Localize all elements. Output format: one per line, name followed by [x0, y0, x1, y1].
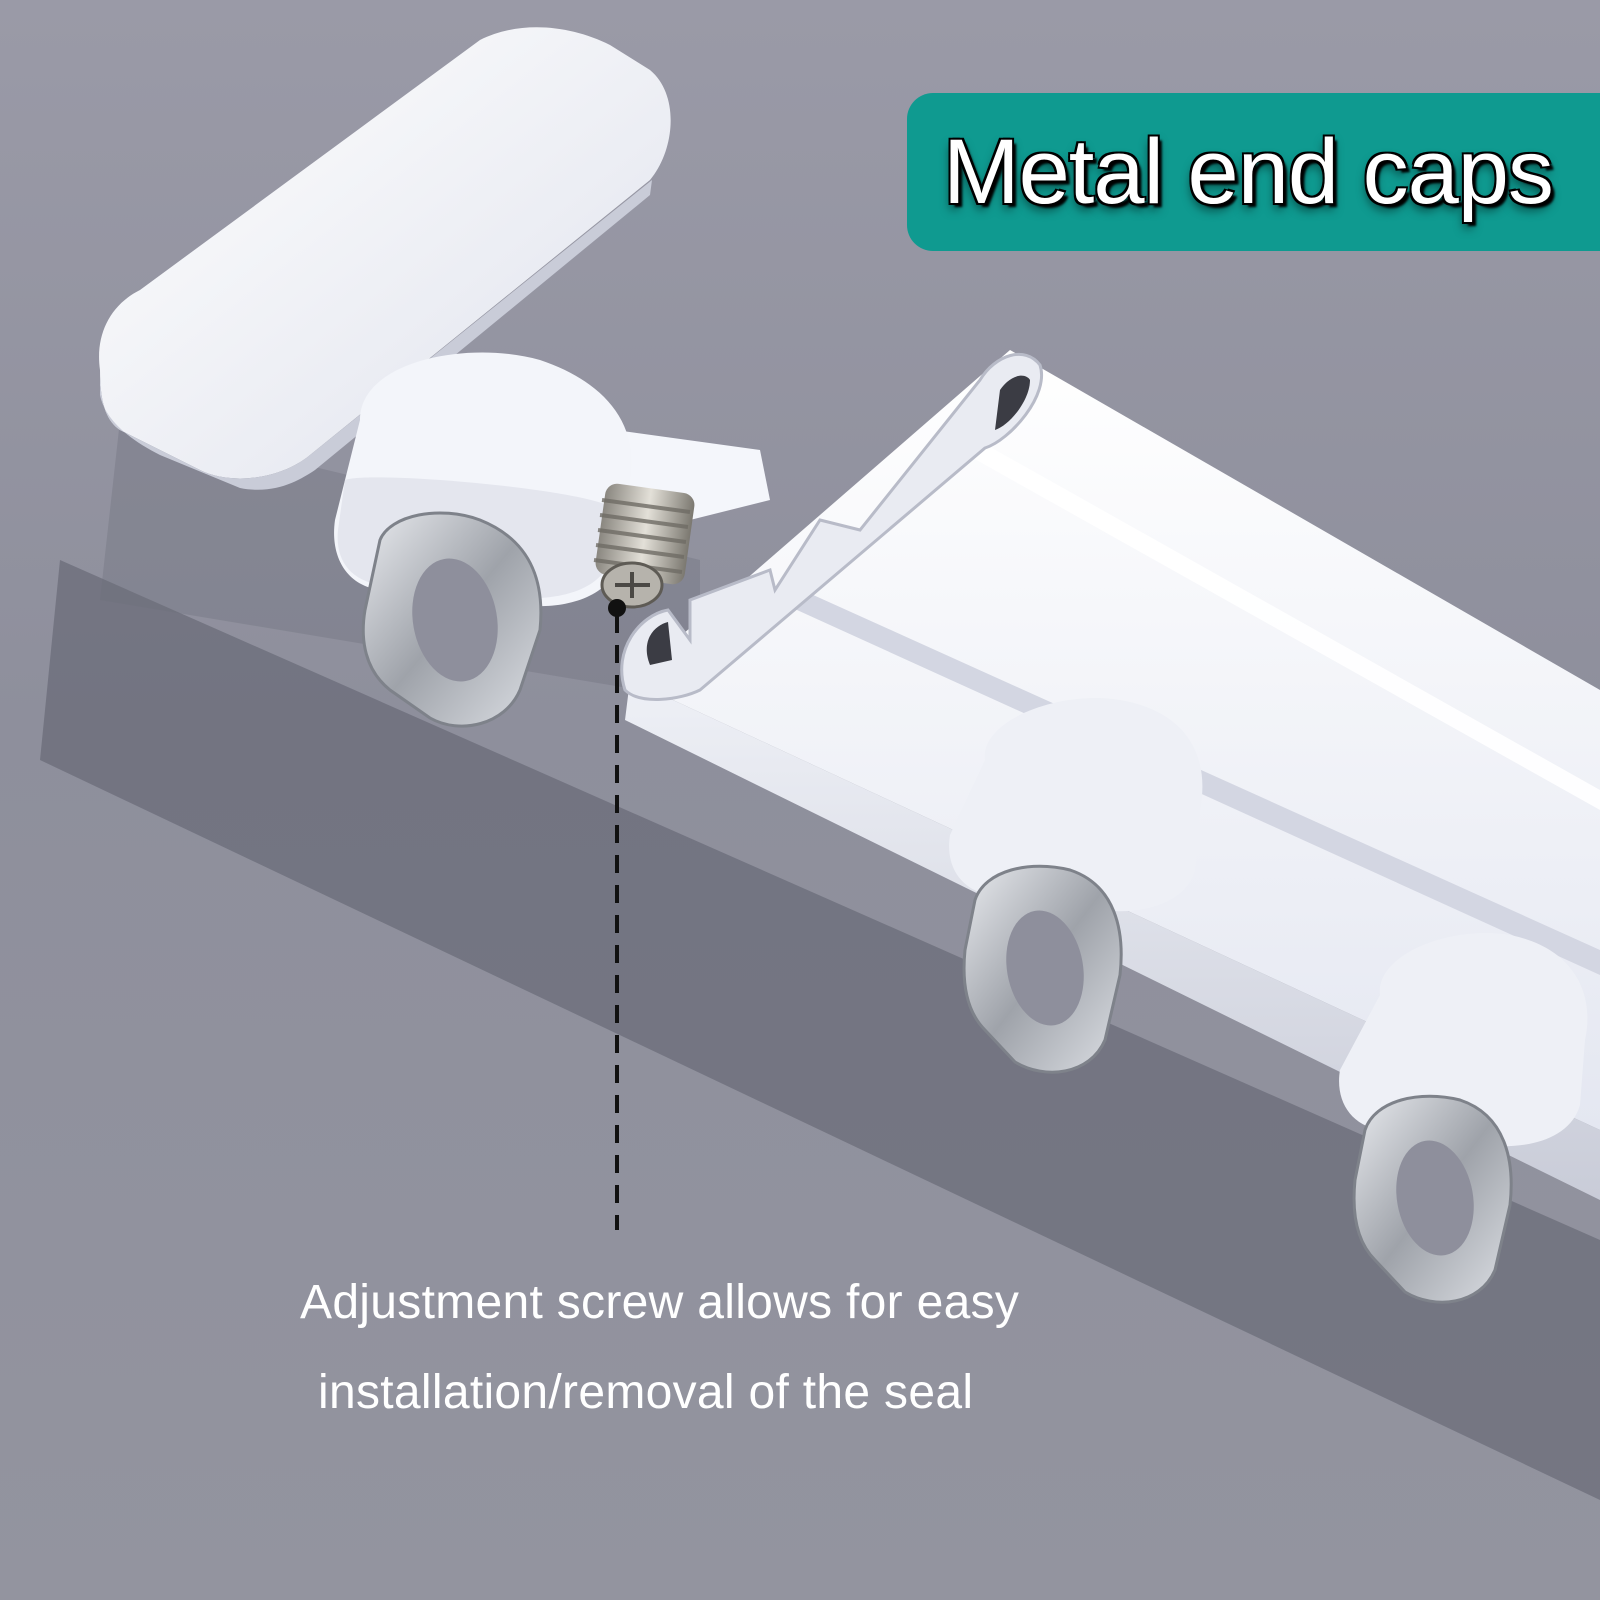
caption-line-2: installation/removal of the seal: [318, 1366, 974, 1419]
caption: Adjustment screw allows for easy install…: [300, 1258, 1200, 1438]
title-text: Metal end caps: [943, 120, 1554, 223]
ring-glider-2: [949, 698, 1203, 1074]
callout-pointer: [608, 599, 626, 1230]
adjustment-screw: [593, 483, 695, 609]
ring-glider-3: [1339, 933, 1588, 1304]
ring-glider-1: [334, 352, 632, 728]
title-badge: Metal end caps: [907, 93, 1600, 251]
caption-line-1: Adjustment screw allows for easy: [300, 1276, 1020, 1329]
